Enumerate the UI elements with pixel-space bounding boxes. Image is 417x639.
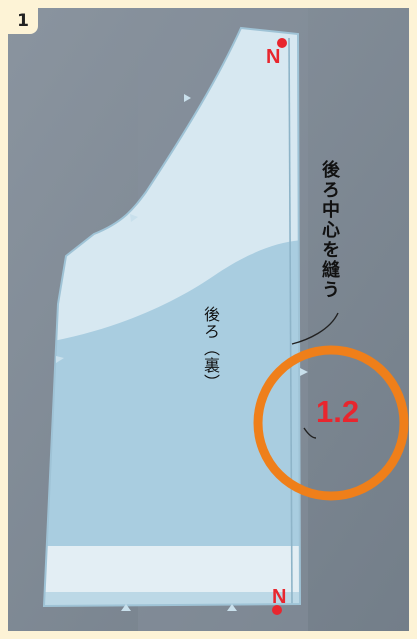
fabric-illustration xyxy=(8,8,409,631)
seam-leader-line xyxy=(291,312,339,345)
notch-label-top: N xyxy=(266,46,281,68)
piece-name-label: 後ろ（裏） xyxy=(201,306,220,391)
step-number: 1 xyxy=(8,8,38,34)
seam-instruction-label: 後ろ中心を縫う xyxy=(319,160,340,300)
notch-label-bottom: N xyxy=(272,586,287,608)
fabric-photo xyxy=(8,8,409,631)
seam-allowance-value: 1.2 xyxy=(316,394,360,429)
